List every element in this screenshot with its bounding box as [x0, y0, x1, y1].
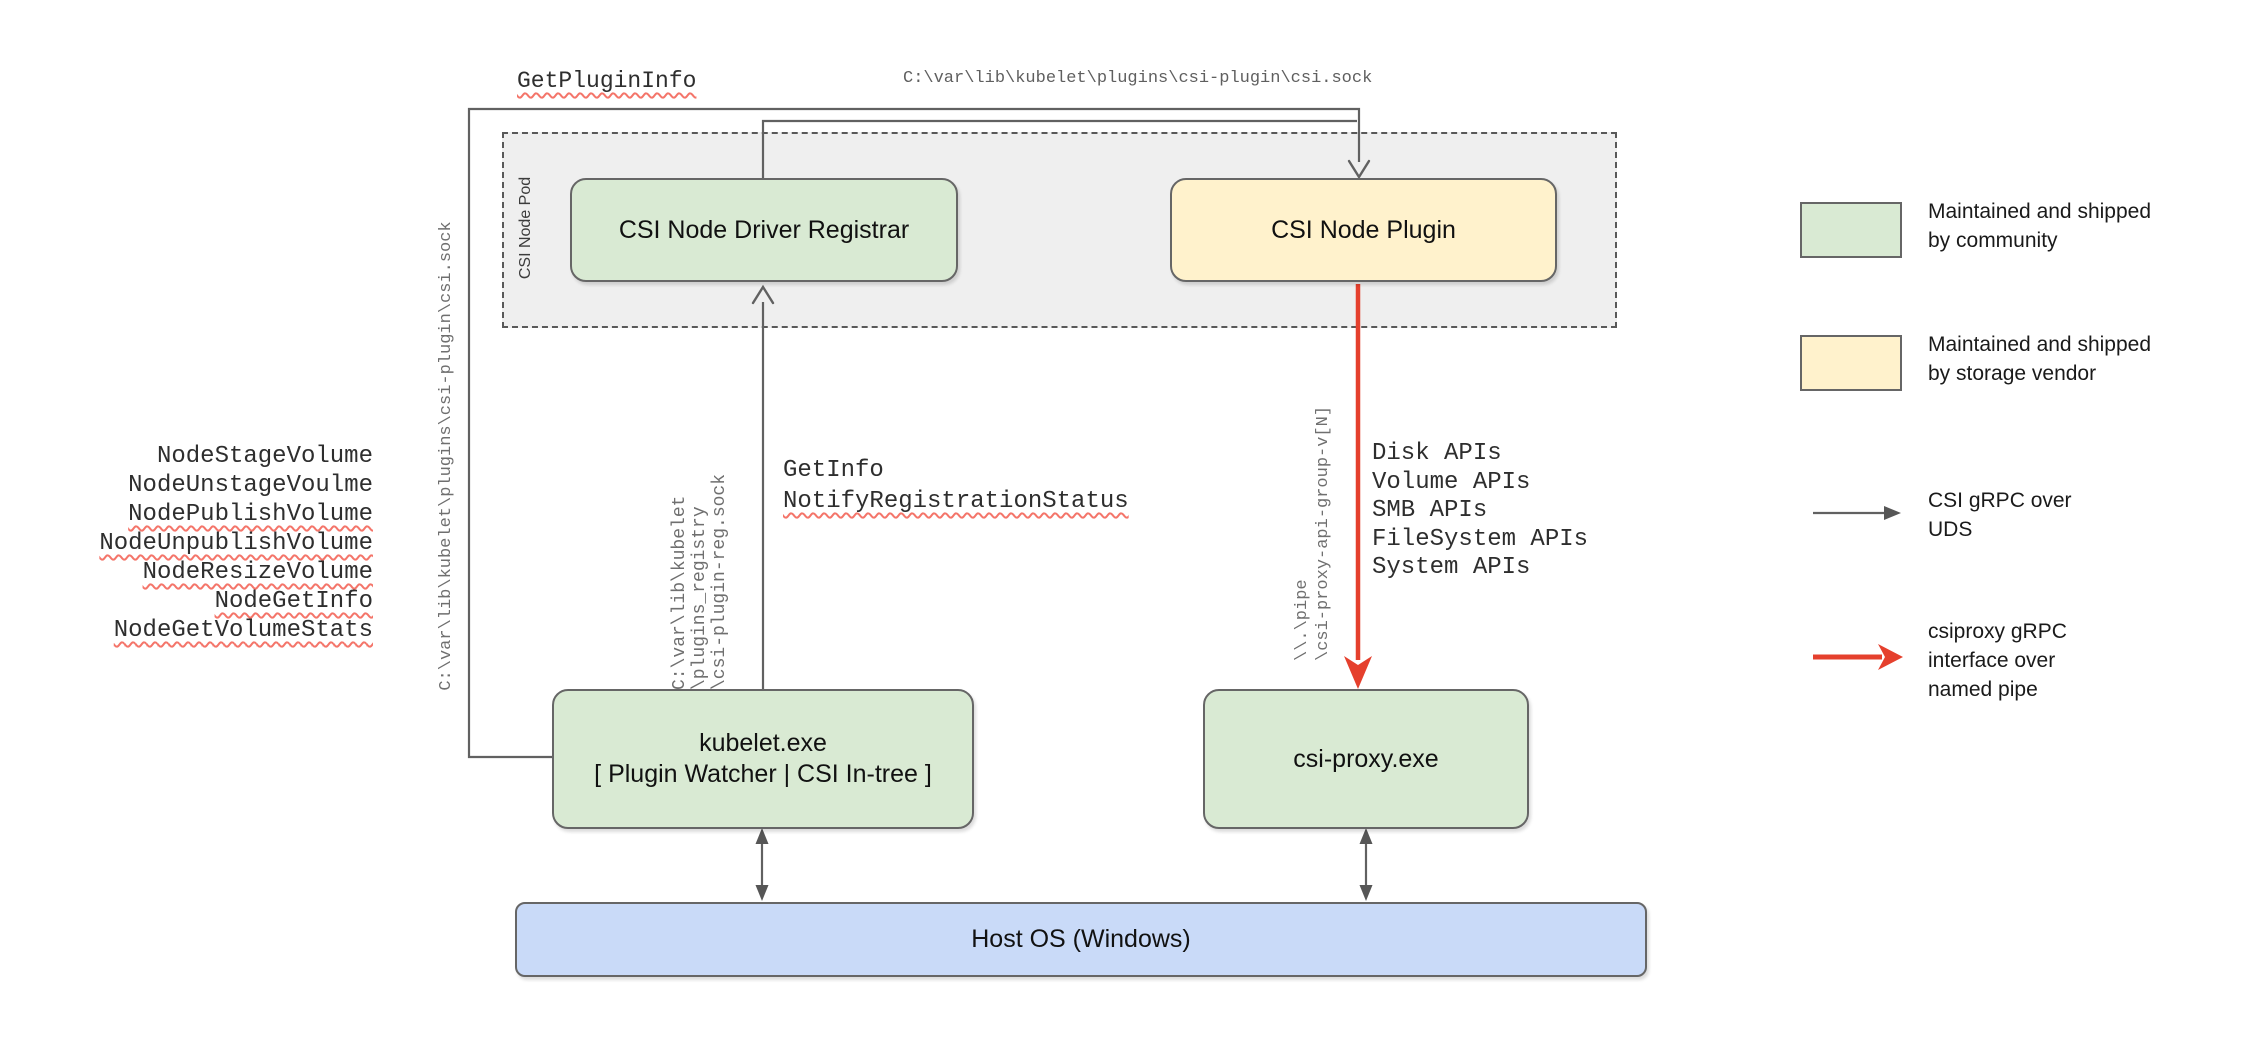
- legend-vendor-swatch: [1800, 335, 1902, 391]
- legend-pipe-arrowhead: [1878, 644, 1903, 670]
- csi-node-pod-label: CSI Node Pod: [517, 176, 534, 280]
- node-rpc-item: NodeResizeVolume: [142, 559, 373, 586]
- node-rpc-item: NodeGetInfo: [214, 588, 373, 615]
- registration-rpc-item: GetInfo: [783, 457, 884, 484]
- proxy-api-group-item: Disk APIs: [1372, 440, 1502, 467]
- csi-node-driver-registrar-box: CSI Node Driver Registrar: [570, 178, 958, 282]
- proxy-api-group-item: SMB APIs: [1372, 497, 1488, 524]
- host-os-box: Host OS (Windows): [515, 902, 1647, 977]
- proxy-api-group-item: FileSystem APIs: [1372, 525, 1589, 553]
- node-rpc-item: NodePublishVolume: [128, 501, 373, 528]
- csi-node-plugin-box: CSI Node Plugin: [1170, 178, 1557, 282]
- kubelet-title: kubelet.exe: [699, 729, 827, 757]
- node-rpc-item: NodeUnpublishVolume: [99, 530, 373, 557]
- registration-socket-path-line: \plugins_registry: [690, 506, 710, 690]
- kubelet-host-down-arrowhead: [755, 885, 769, 901]
- registration-socket-path-line: \csi-plugin-reg.sock: [710, 473, 730, 690]
- node-rpc-item: NodeUnstageVoulme: [128, 472, 373, 499]
- csi-sock-path-top-label: C:\var\lib\kubelet\plugins\csi-plugin\cs…: [903, 69, 1373, 88]
- legend-uds-arrowhead: [1884, 506, 1901, 520]
- csiproxy-top-red-arrowhead: [1344, 656, 1372, 689]
- csi-node-driver-registrar-label: CSI Node Driver Registrar: [618, 215, 910, 244]
- csiproxy-host-up-arrowhead: [1359, 828, 1373, 844]
- named-pipe-path-line: \csi-proxy-api-group-v[N]: [1314, 405, 1333, 661]
- legend-uds-arrow-label: CSI gRPC over UDS: [1928, 489, 2072, 541]
- proxy-api-group-list: Disk APIs Volume APIs SMB APIs FileSyste…: [1372, 440, 1588, 583]
- registrar-bottom-arrowhead: [751, 284, 775, 305]
- csiproxy-host-down-arrowhead: [1359, 885, 1373, 901]
- kubelet-to-plugin-uds-line: [467, 107, 1361, 759]
- csi-proxy-label: csi-proxy.exe: [1293, 744, 1439, 773]
- named-pipe-path-label: \\.\pipe \csi-proxy-api-group-v[N]: [1292, 391, 1334, 661]
- node-rpc-item: NodeGetVolumeStats: [113, 617, 373, 644]
- node-rpc-list: NodeStageVolume NodeUnstageVoulme NodePu…: [73, 442, 373, 645]
- plugin-top-arrowhead: [1347, 159, 1371, 180]
- kubelet-subtitle: [ Plugin Watcher | CSI In-tree ]: [594, 760, 932, 788]
- csi-node-plugin-label: CSI Node Plugin: [1271, 215, 1456, 244]
- legend-vendor-label: Maintained and shipped by storage vendor: [1928, 333, 2152, 385]
- named-pipe-path-line: \\.\pipe: [1293, 579, 1312, 661]
- csi-sock-path-left-label: C:\var\lib\kubelet\plugins\csi-plugin\cs…: [437, 221, 456, 691]
- registration-socket-path-label: C:\var\lib\kubelet \plugins_registry \cs…: [670, 450, 730, 690]
- proxy-api-group-item: Volume APIs: [1372, 468, 1531, 496]
- kubelet-host-up-arrowhead: [755, 828, 769, 844]
- registrar-to-plugin-uds-line: [761, 119, 1357, 178]
- node-rpc-item: NodeStageVolume: [156, 443, 373, 470]
- registration-rpc-list: GetInfo NotifyRegistrationStatus: [783, 455, 1129, 517]
- proxy-api-group-item: System APIs: [1372, 554, 1531, 581]
- get-plugin-info-label: GetPluginInfo: [517, 68, 697, 94]
- legend-pipe-arrow-label: csiproxy gRPC interface over named pipe: [1928, 620, 2067, 701]
- kubelet-box: kubelet.exe [ Plugin Watcher | CSI In-tr…: [552, 689, 974, 829]
- registration-socket-path-line: C:\var\lib\kubelet: [670, 495, 690, 690]
- csi-proxy-box: csi-proxy.exe: [1203, 689, 1529, 829]
- legend-community-swatch: [1800, 202, 1902, 258]
- registration-rpc-item: NotifyRegistrationStatus: [783, 488, 1129, 515]
- host-os-label: Host OS (Windows): [971, 925, 1191, 953]
- legend-community-label: Maintained and shipped by community: [1928, 200, 2152, 252]
